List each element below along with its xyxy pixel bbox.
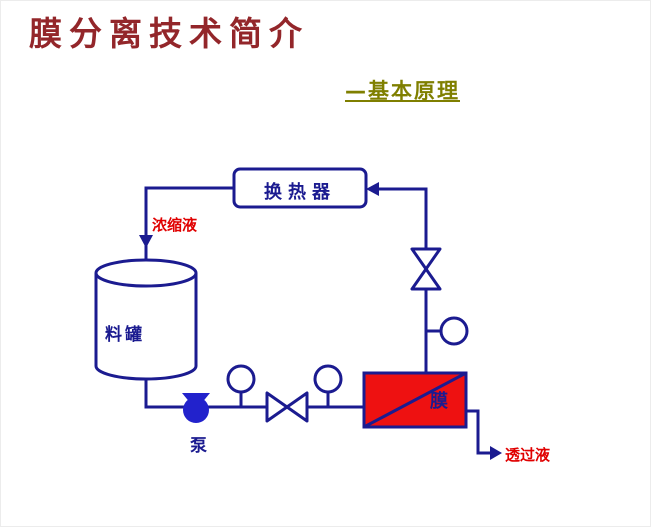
heat-exchanger-label: 换热器 <box>264 182 336 203</box>
permeate-stream-label: 透过液 <box>505 446 551 464</box>
heat-exchanger-box <box>232 167 368 209</box>
return-valve-top <box>410 247 442 271</box>
gauge-1-dial <box>226 364 256 394</box>
pipe-return <box>379 187 428 249</box>
concentrate-stream-label: 浓缩液 <box>152 216 198 234</box>
concentrate-flow-arrow-icon <box>139 235 153 248</box>
pressure-gauge-2-icon <box>313 364 343 407</box>
membrane-module <box>362 371 468 429</box>
return-flow-arrow-icon <box>366 182 379 196</box>
gauge-2-dial <box>313 364 343 394</box>
tank-body <box>94 273 198 381</box>
gauge-3-dial <box>439 316 469 346</box>
pump-icon <box>182 393 210 423</box>
feed-valve-left <box>265 391 289 423</box>
return-valve-bottom <box>410 267 442 291</box>
pressure-gauge-1-icon <box>226 364 256 407</box>
membrane-diagonal <box>363 371 467 429</box>
tank-top <box>94 258 198 288</box>
feed-tank-label: 料罐 <box>105 325 145 345</box>
feed-valve-right <box>285 391 309 423</box>
pipe-permeate <box>466 409 490 455</box>
page-title: 膜分离技术简介 <box>29 14 309 53</box>
feed-valve-icon <box>265 391 309 423</box>
permeate-flow-arrow-icon <box>490 446 502 460</box>
feed-tank <box>94 258 198 381</box>
pump-label: 泵 <box>190 436 207 456</box>
pressure-gauge-3-icon <box>426 316 469 346</box>
subtitle: —基本原理 <box>345 79 460 103</box>
pump-body <box>183 397 209 423</box>
return-valve-icon <box>410 247 442 291</box>
membrane-label: 膜 <box>430 391 448 412</box>
